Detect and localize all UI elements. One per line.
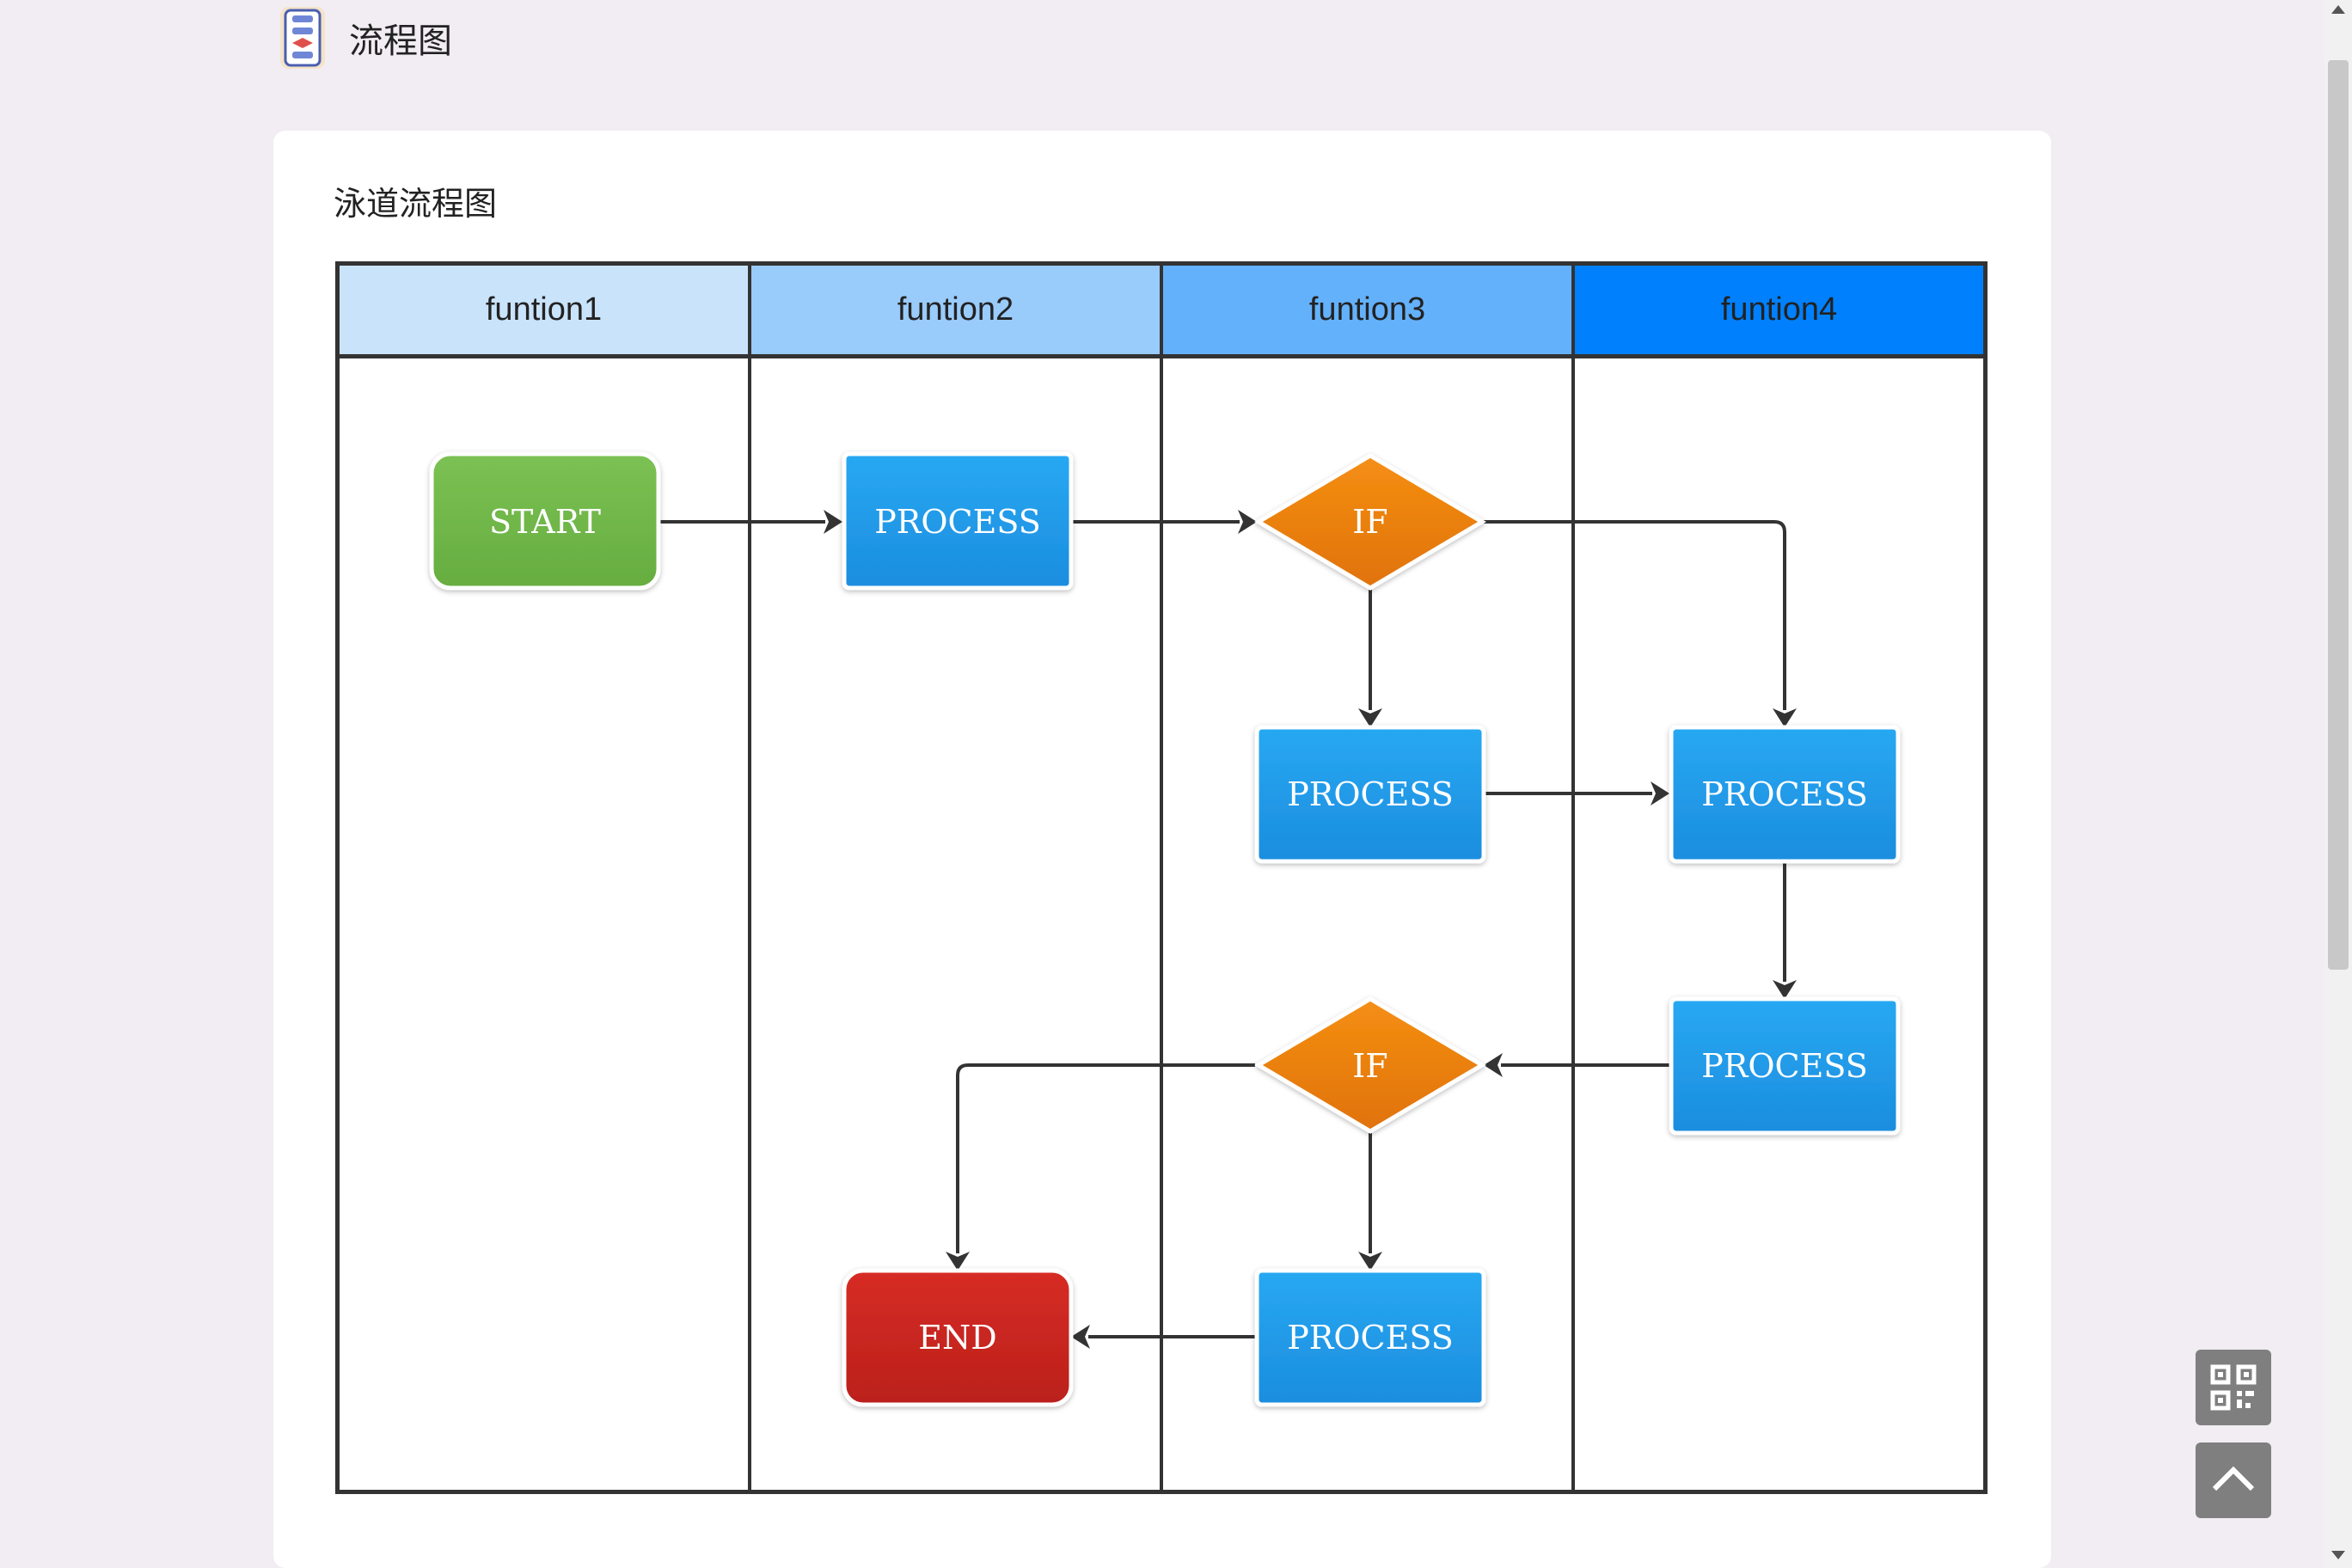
qr-code-icon (2210, 1364, 2257, 1411)
lane-body-3 (1163, 358, 1571, 1490)
scrollbar[interactable] (2324, 0, 2352, 1568)
app-title: 流程图 (349, 21, 452, 61)
lane-4: funtion4 (1575, 266, 1983, 1490)
lane-header-2: funtion2 (751, 266, 1160, 358)
flowchart-logo-icon (275, 5, 330, 70)
swimlane-container: funtion1 funtion2 funtion3 funtion4 (335, 261, 1988, 1494)
qr-code-button[interactable] (2196, 1350, 2271, 1425)
scrollbar-thumb[interactable] (2328, 60, 2349, 970)
lane-body-1 (340, 358, 748, 1490)
lane-3: funtion3 (1163, 266, 1575, 1490)
diagram-title: 泳道流程图 (334, 185, 498, 223)
back-to-top-button[interactable] (2196, 1442, 2271, 1518)
lane-header-3: funtion3 (1163, 266, 1571, 358)
app-header: 流程图 (275, 3, 452, 72)
lane-header-4: funtion4 (1575, 266, 1983, 358)
lane-body-4 (1575, 358, 1983, 1490)
lane-body-2 (751, 358, 1160, 1490)
lane-1: funtion1 (340, 266, 751, 1490)
diagram-card: 泳道流程图 funtion1 funtion2 funtion3 funtion… (273, 131, 2051, 1568)
scroll-down-icon[interactable] (2331, 1551, 2345, 1559)
lane-header-1: funtion1 (340, 266, 748, 358)
chevron-up-icon (2212, 1466, 2255, 1491)
scroll-up-icon[interactable] (2331, 5, 2345, 14)
lane-2: funtion2 (751, 266, 1163, 1490)
